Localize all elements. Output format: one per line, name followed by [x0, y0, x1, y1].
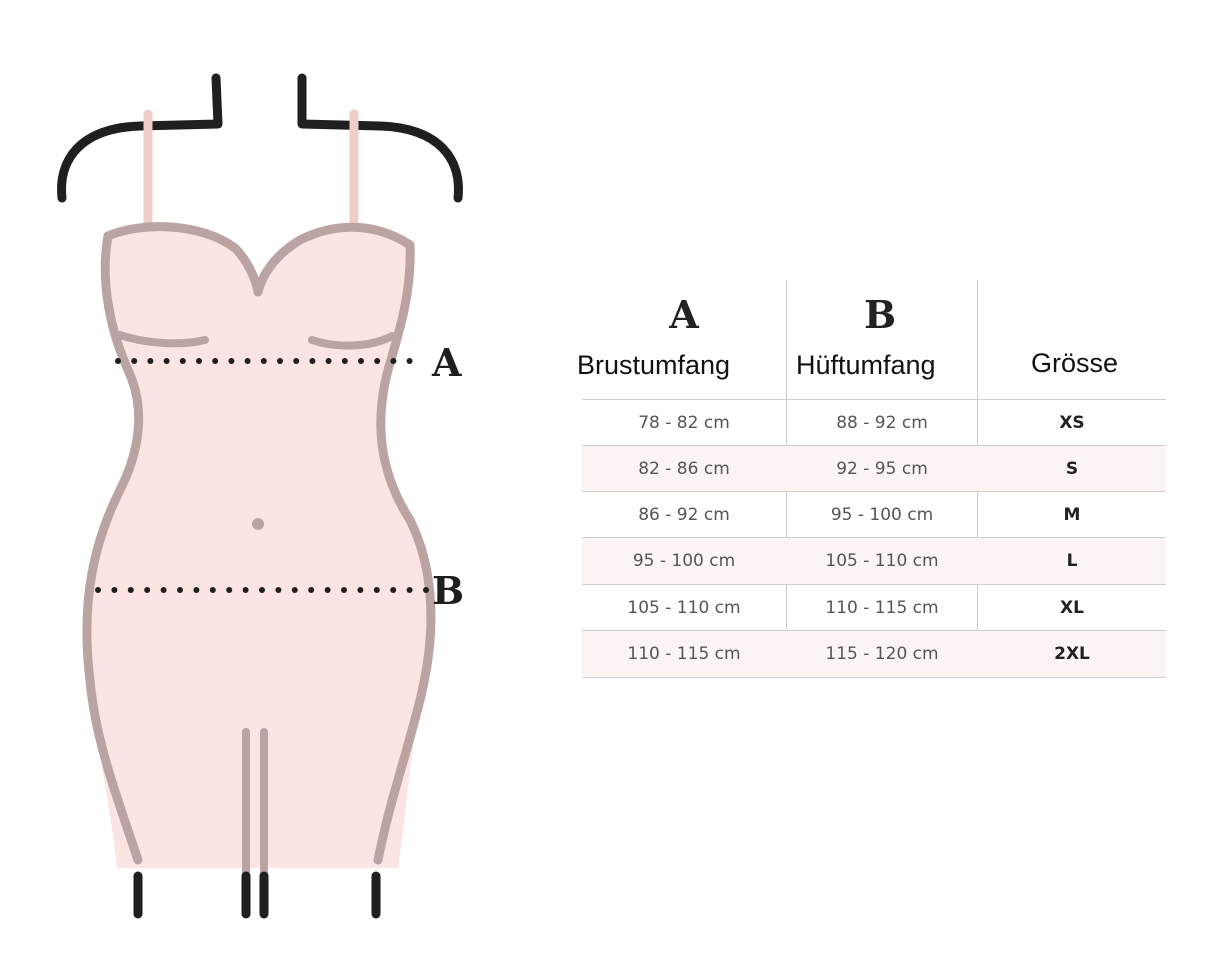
measure-dot [193, 587, 200, 593]
measure-dot [95, 587, 101, 593]
measure-line-a [115, 358, 413, 364]
measure-dot [277, 358, 283, 364]
measure-dot [406, 587, 413, 593]
marker-a-label: A [432, 340, 462, 385]
measure-dot [341, 358, 348, 364]
measure-dot [325, 358, 332, 364]
measure-dot [212, 358, 219, 364]
dress-drawing [57, 73, 463, 919]
measure-dot [177, 587, 183, 593]
table-row: 105 - 110 cm 110 - 115 cm XL [582, 584, 1166, 631]
measure-dot [275, 587, 282, 593]
measure-dot [259, 587, 265, 593]
measure-dot [144, 587, 151, 593]
dress-outline-bodice [103, 222, 415, 297]
cell-bust: 110 - 115 cm [627, 644, 741, 664]
table-row: 82 - 86 cm 92 - 95 cm S [582, 445, 1166, 492]
measure-dot [309, 358, 316, 364]
dress-fill [86, 226, 431, 869]
cell-bust: 105 - 110 cm [627, 598, 741, 618]
cell-hip: 88 - 92 cm [836, 413, 928, 433]
hanger-left [57, 73, 223, 203]
header-size: Grösse [1031, 348, 1119, 378]
table-row: 95 - 100 cm 105 - 110 cm L [582, 537, 1166, 584]
measure-dot [127, 587, 134, 593]
measure-dot [244, 358, 251, 364]
size-table: A B Brustumfang Hüftumfang Grösse 78 - 8… [577, 280, 1166, 680]
cell-bust: 78 - 82 cm [638, 413, 730, 433]
measure-dot [373, 587, 380, 593]
cell-size: XL [1060, 598, 1084, 618]
table-bottom-border [582, 677, 1166, 678]
cell-size: M [1063, 505, 1081, 525]
cell-size: L [1066, 551, 1078, 571]
measure-dot [308, 587, 315, 593]
dress-outline-left [82, 231, 144, 865]
measure-dot [374, 358, 381, 364]
hanger-right [297, 73, 463, 203]
header-hip: Hüftumfang [796, 350, 936, 380]
cell-size: XS [1059, 413, 1085, 433]
marker-b-label: B [432, 568, 465, 613]
measure-dot [196, 358, 202, 364]
cell-hip: 92 - 95 cm [836, 459, 928, 479]
measure-dot [226, 587, 233, 593]
table-row: 110 - 115 cm 115 - 120 cm 2XL [582, 630, 1166, 677]
cell-hip: 115 - 120 cm [825, 644, 939, 664]
measure-dot [228, 358, 235, 364]
measure-dot [260, 358, 267, 364]
cell-hip: 105 - 110 cm [825, 551, 939, 571]
navel [252, 518, 264, 530]
measure-dot [324, 587, 331, 593]
column-letter-b: B [863, 292, 897, 337]
measure-dot [390, 587, 397, 593]
measure-dot [406, 358, 413, 364]
measure-dot [291, 587, 298, 593]
dress-outline-right [373, 240, 436, 865]
cell-hip: 95 - 100 cm [830, 505, 934, 525]
bust-curve-right [308, 332, 396, 350]
header-bust: Brustumfang [577, 350, 731, 380]
measure-dot [341, 587, 347, 593]
measure-dot [357, 587, 364, 593]
cell-bust: 82 - 86 cm [638, 459, 730, 479]
measure-line-b [95, 587, 429, 593]
measure-dot [163, 358, 170, 364]
measure-dot [358, 358, 364, 364]
measure-dot [160, 587, 167, 593]
column-letter-a: A [669, 292, 699, 337]
measure-dot [147, 358, 154, 364]
measure-dot [423, 587, 429, 593]
cell-bust: 95 - 100 cm [632, 551, 736, 571]
measure-dot [390, 358, 397, 364]
measure-dot [242, 587, 249, 593]
cell-size: S [1065, 459, 1079, 479]
measure-dot [293, 358, 300, 364]
table-row: 86 - 92 cm 95 - 100 cm M [582, 491, 1166, 538]
bust-curve-left [116, 331, 209, 348]
table-row: 78 - 82 cm 88 - 92 cm XS [582, 399, 1166, 446]
cell-bust: 86 - 92 cm [638, 505, 730, 525]
dress-illustration: A B [0, 0, 480, 971]
measure-dot [131, 358, 138, 364]
measure-dot [179, 358, 186, 364]
measure-dot [111, 587, 118, 593]
cell-size: 2XL [1054, 644, 1090, 664]
measure-dot [115, 358, 121, 364]
cell-hip: 110 - 115 cm [825, 598, 939, 618]
measure-dot [209, 587, 216, 593]
